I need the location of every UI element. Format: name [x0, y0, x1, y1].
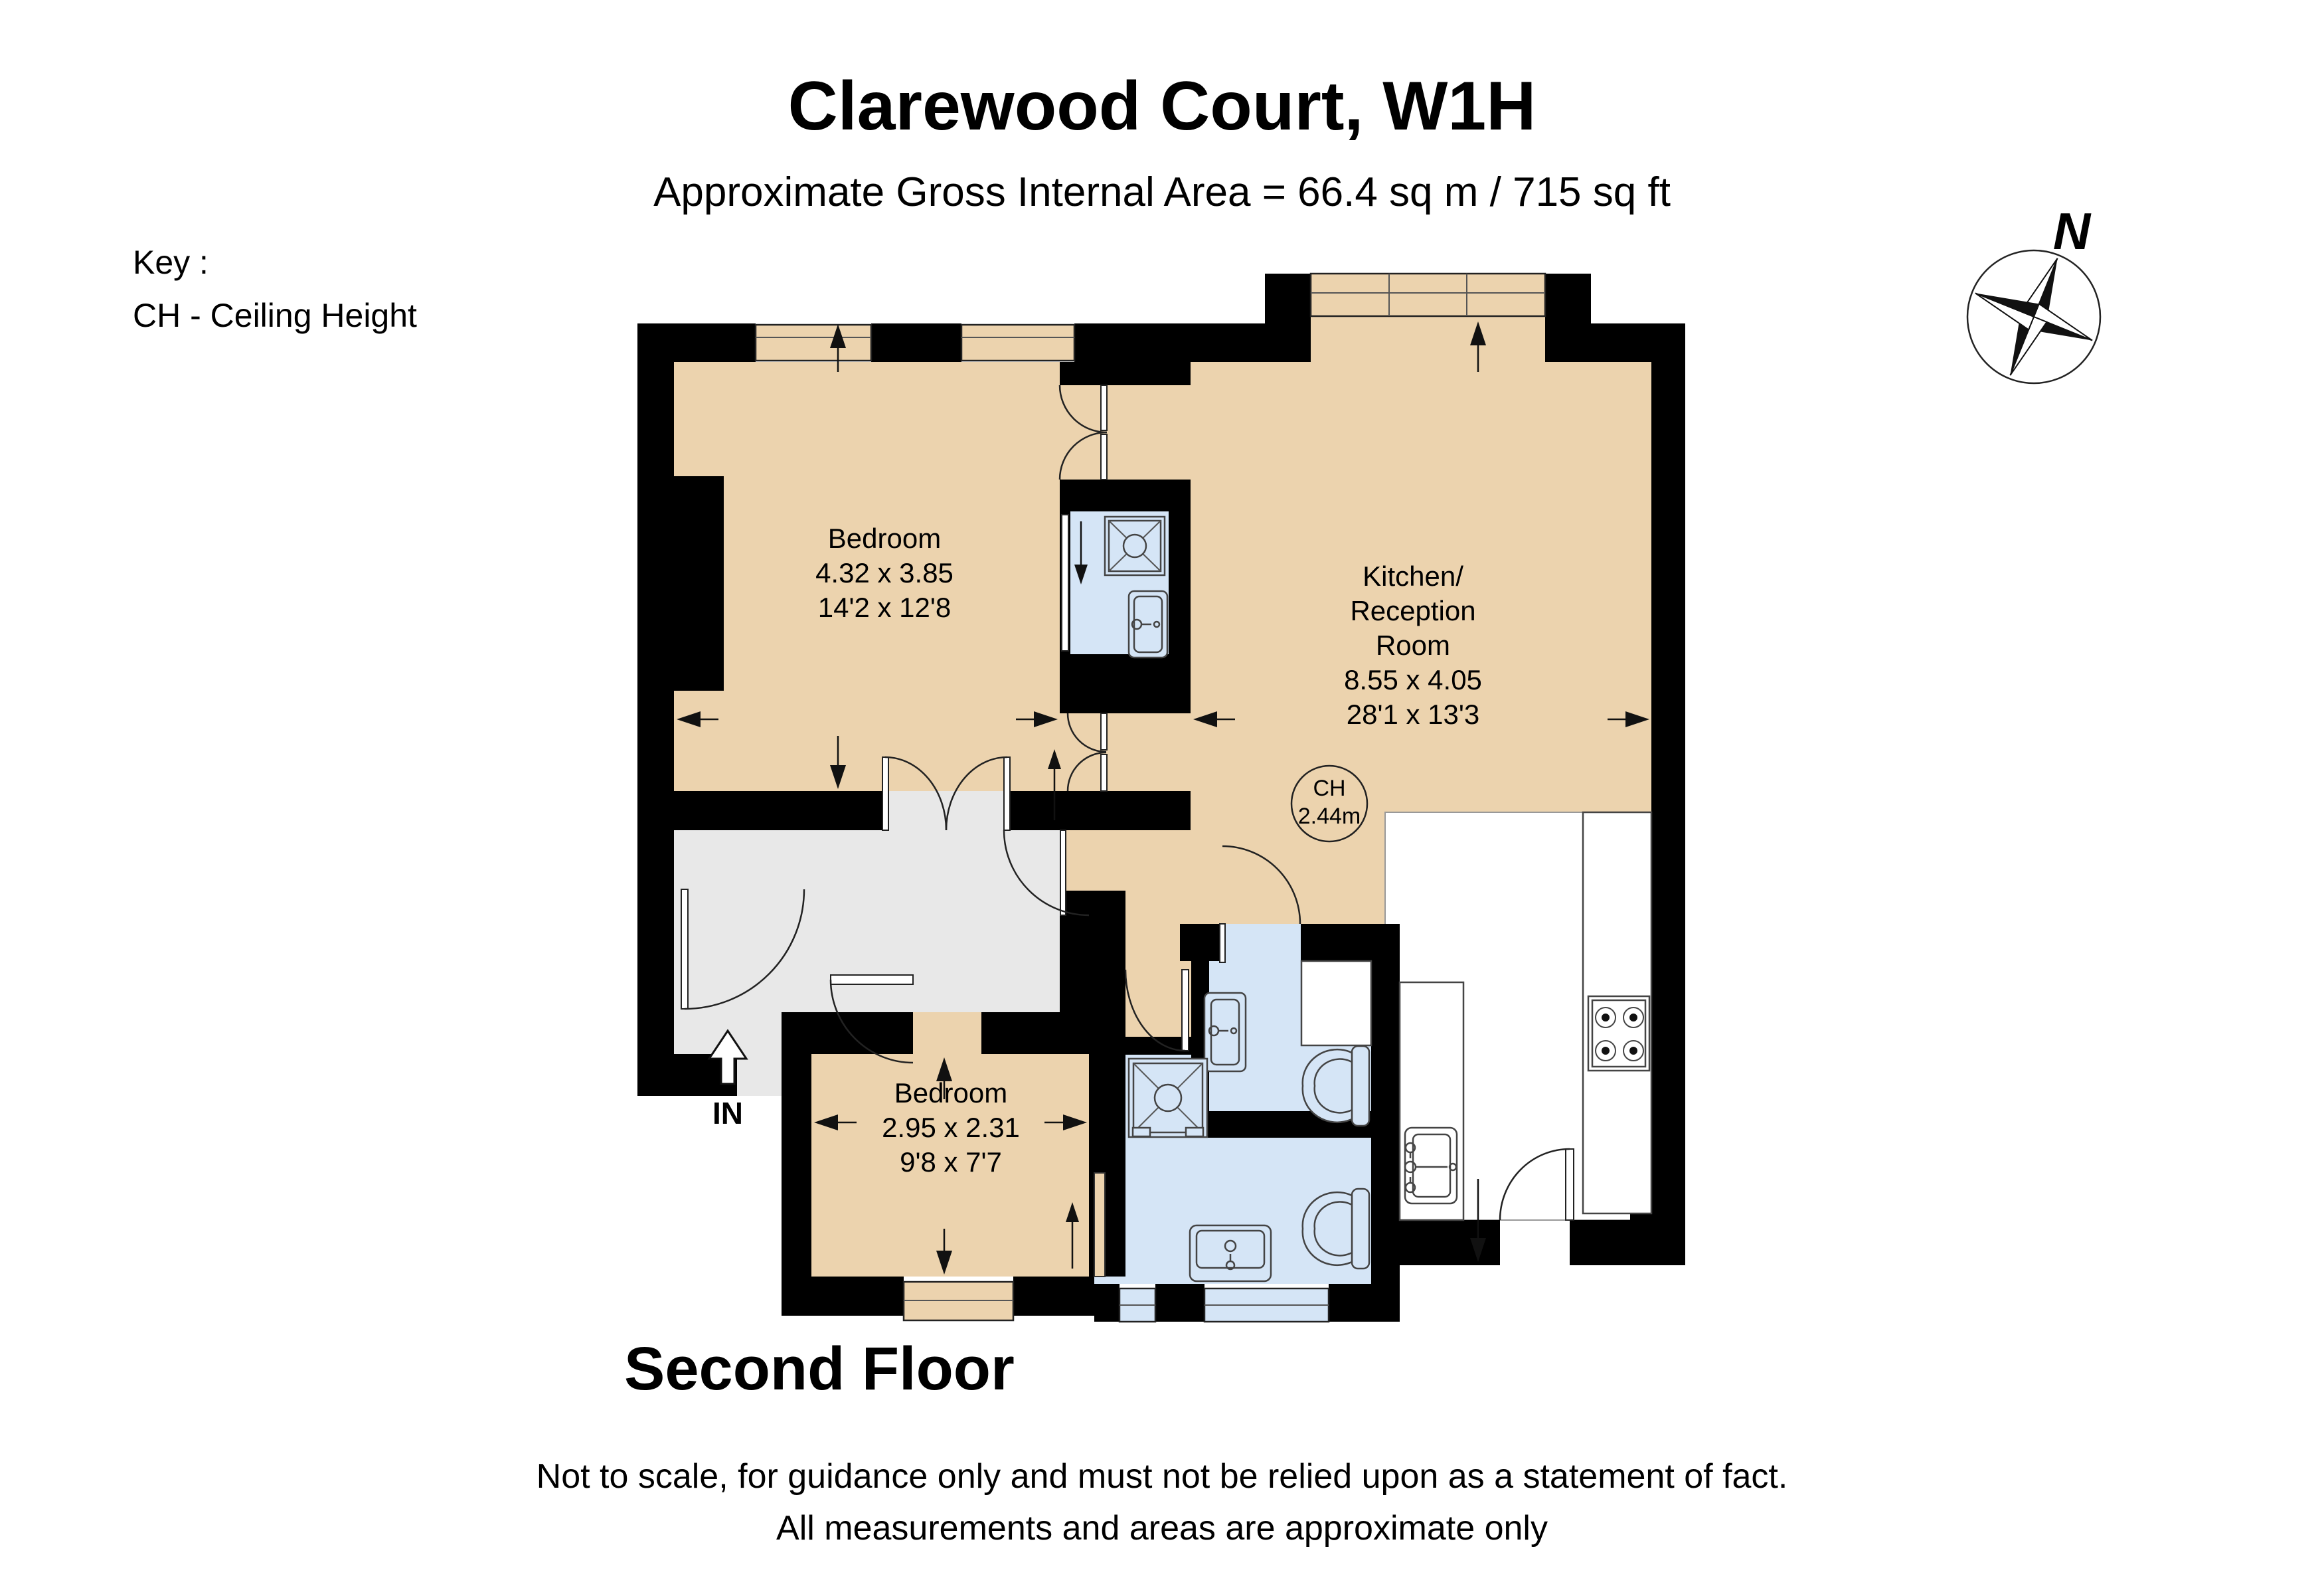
key-ceiling-height: CH - Ceiling Height: [133, 297, 417, 334]
entry-door: [681, 889, 805, 1010]
page-title: Clarewood Court, W1H: [788, 68, 1536, 145]
bedroom-1-floor: [674, 362, 1060, 791]
ceiling-height-badge: CH 2.44m: [1290, 764, 1369, 843]
bedroom-2-label: Bedroom 2.95 x 2.31 9'8 x 7'7: [882, 1077, 1020, 1178]
svg-text:8.55 x 4.05: 8.55 x 4.05: [1344, 664, 1482, 695]
entrance-label: IN: [712, 1096, 743, 1130]
kitchen-sink-icon: [1404, 1126, 1458, 1205]
shower-room-sink-icon: [1127, 590, 1169, 659]
ch-badge-line1: CH: [1313, 776, 1345, 801]
bathroom-window-large: [1203, 1287, 1330, 1323]
bathroom-2-shower-tray-icon: [1127, 1057, 1208, 1138]
walls: [637, 274, 1685, 1322]
shower-room-door: [1061, 514, 1069, 652]
kitchen-door: [1499, 1148, 1574, 1221]
bathroom-2-toilet-icon: [1301, 1188, 1370, 1270]
fixtures: [1104, 515, 1653, 1283]
bedroom-1-window-left: [754, 323, 872, 362]
compass-north-label: N: [2053, 202, 2092, 260]
ch-badge-line2: 2.44m: [1298, 804, 1361, 829]
bedroom-2-window: [902, 1281, 1015, 1322]
bathroom-1-door: [1219, 845, 1301, 963]
compass-icon: N: [1966, 202, 2102, 385]
svg-text:4.32 x 3.85: 4.32 x 3.85: [815, 557, 954, 588]
svg-text:14'2 x 12'8: 14'2 x 12'8: [818, 592, 952, 623]
doors: [681, 385, 1574, 1221]
svg-text:Bedroom: Bedroom: [828, 523, 941, 554]
corridor-door: [1124, 969, 1189, 1052]
bathroom-window-small: [1118, 1287, 1157, 1323]
svg-text:Bedroom: Bedroom: [894, 1077, 1007, 1108]
disclaimer-line2: All measurements and areas are approxima…: [776, 1509, 1548, 1548]
bedroom-2-door: [829, 974, 914, 1064]
svg-text:9'8 x 7'7: 9'8 x 7'7: [900, 1146, 1002, 1178]
floor-label: Second Floor: [624, 1335, 1015, 1403]
hall-kitchen-door: [1003, 830, 1090, 917]
svg-text:28'1 x 13'3: 28'1 x 13'3: [1347, 699, 1480, 730]
entrance-arrow-icon: [707, 1029, 748, 1085]
hob-icon: [1587, 995, 1651, 1072]
kitchen-bay-window: [1309, 272, 1546, 317]
bedroom-1-window-right: [960, 323, 1076, 362]
svg-text:2.95 x 2.31: 2.95 x 2.31: [882, 1112, 1020, 1143]
bathroom-1-cupboard: [1300, 960, 1372, 1047]
bedroom-2-side-panel: [1094, 1172, 1106, 1277]
bathroom-2-sink-icon: [1189, 1224, 1272, 1283]
shower-tray-icon: [1104, 515, 1166, 576]
svg-text:Room: Room: [1376, 630, 1450, 661]
dimension-arrows: [677, 321, 1649, 1275]
bedroom-1-double-door: [882, 756, 1011, 831]
bathroom-1-sink-icon: [1203, 992, 1247, 1073]
page-subtitle: Approximate Gross Internal Area = 66.4 s…: [653, 169, 1671, 215]
bathroom-1-toilet-icon: [1301, 1045, 1370, 1127]
svg-text:Reception: Reception: [1350, 595, 1475, 626]
passage-door-top: [1058, 385, 1108, 480]
bedroom-1-label: Bedroom 4.32 x 3.85 14'2 x 12'8: [815, 523, 954, 623]
passage-door-bottom: [1066, 713, 1108, 792]
key-heading: Key :: [133, 244, 208, 281]
svg-text:Kitchen/: Kitchen/: [1363, 561, 1463, 592]
kitchen-floor: [1091, 362, 1651, 1055]
bedroom-2-floor: [811, 1054, 1089, 1277]
disclaimer-line1: Not to scale, for guidance only and must…: [537, 1457, 1788, 1496]
kitchen-label: Kitchen/ Reception Room 8.55 x 4.05 28'1…: [1344, 561, 1482, 730]
windows: [754, 272, 1546, 1323]
